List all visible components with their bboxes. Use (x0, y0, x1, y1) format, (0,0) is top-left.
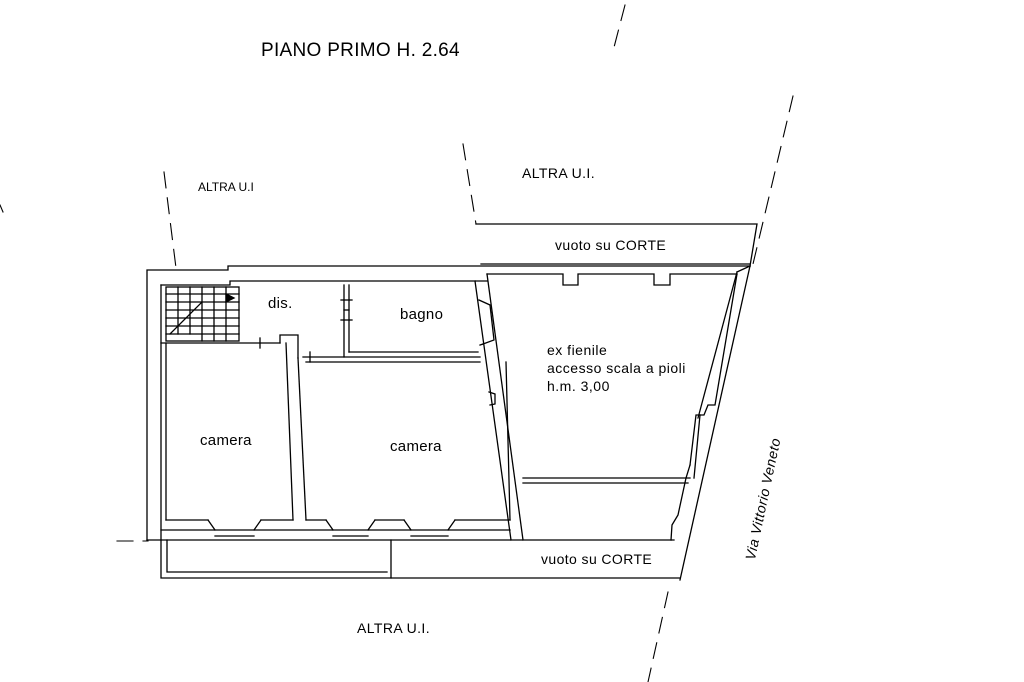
plan-title: PIANO PRIMO H. 2.64 (261, 40, 460, 61)
bottom-courtyard-void (160, 539, 681, 579)
fienile-line-2: accesso scala a pioli (547, 360, 686, 376)
outer-walls (146, 265, 751, 581)
fienile-line-1: ex fienile (547, 342, 608, 358)
inner-partitions (160, 284, 511, 521)
boundary-dashed-lines (0, 4, 794, 682)
fienile-walls (474, 273, 738, 541)
fienile-line-3: h.m. 3,00 (547, 378, 610, 394)
room-label-dis: dis. (268, 295, 293, 312)
neighbor-label-top-right: ALTRA U.I. (522, 165, 595, 181)
windows-bottom (207, 519, 456, 537)
room-label-camera-center: camera (390, 438, 442, 455)
room-label-bagno: bagno (400, 306, 444, 323)
room-label-camera-left: camera (200, 432, 252, 449)
top-courtyard-void (475, 223, 758, 267)
staircase (165, 286, 240, 342)
courtyard-void-label-top: vuoto su CORTE (555, 237, 667, 253)
neighbor-label-top-left: ALTRA U.I (198, 180, 254, 194)
courtyard-void-label-bottom: vuoto su CORTE (541, 551, 653, 567)
neighbor-label-bottom: ALTRA U.I. (357, 620, 430, 636)
